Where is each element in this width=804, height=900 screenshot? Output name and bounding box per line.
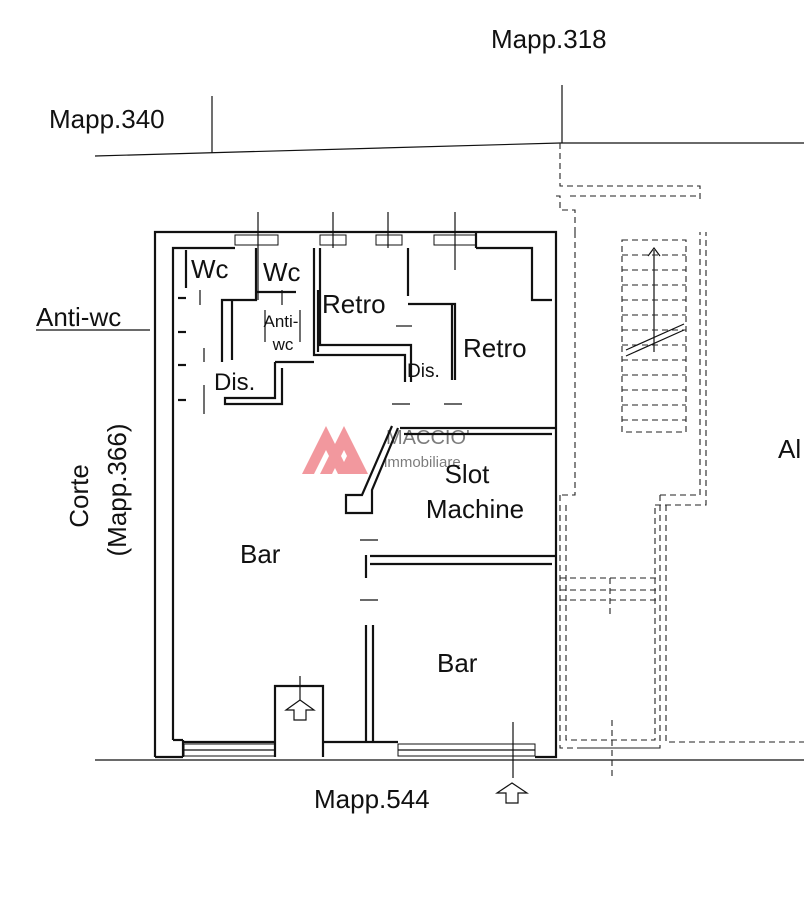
label-mapp-340: Mapp.340 (49, 104, 165, 134)
staircase (621, 239, 687, 433)
label-east-cut: Al (778, 434, 801, 464)
entrance-arrow-main (284, 676, 316, 721)
watermark-subtitle: immobiliare (384, 454, 461, 471)
interior-walls (178, 248, 556, 742)
room-anti-wc-inner-1: Anti- (264, 312, 299, 331)
room-dis-right: Dis. (407, 361, 440, 382)
windows (183, 212, 536, 778)
label-mapp-544: Mapp.544 (314, 784, 430, 814)
room-anti-wc-outer: Anti-wc (36, 302, 121, 332)
label-mapp-318: Mapp.318 (491, 24, 607, 54)
neighbor-dashed (556, 143, 804, 780)
door-marks (199, 290, 462, 601)
label-mapp-366: (Mapp.366) (102, 424, 132, 557)
entrance-arrow-side (495, 782, 529, 804)
watermark-brand: MACCIO' (386, 427, 470, 449)
room-anti-wc-inner-2: wc (272, 335, 294, 354)
room-bar-main: Bar (240, 539, 281, 569)
label-corte: Corte (64, 464, 94, 528)
room-wc-left: Wc (191, 254, 229, 284)
room-dis-left: Dis. (214, 369, 255, 396)
room-retro-top: Retro (322, 289, 386, 319)
room-retro-right: Retro (463, 333, 527, 363)
room-wc-right: Wc (263, 257, 301, 287)
watermark-logo (302, 426, 368, 474)
room-slot-line2: Machine (426, 494, 524, 524)
room-bar-small: Bar (437, 648, 478, 678)
room-slot-line1: Slot (445, 459, 491, 489)
property-boundaries (36, 85, 804, 761)
